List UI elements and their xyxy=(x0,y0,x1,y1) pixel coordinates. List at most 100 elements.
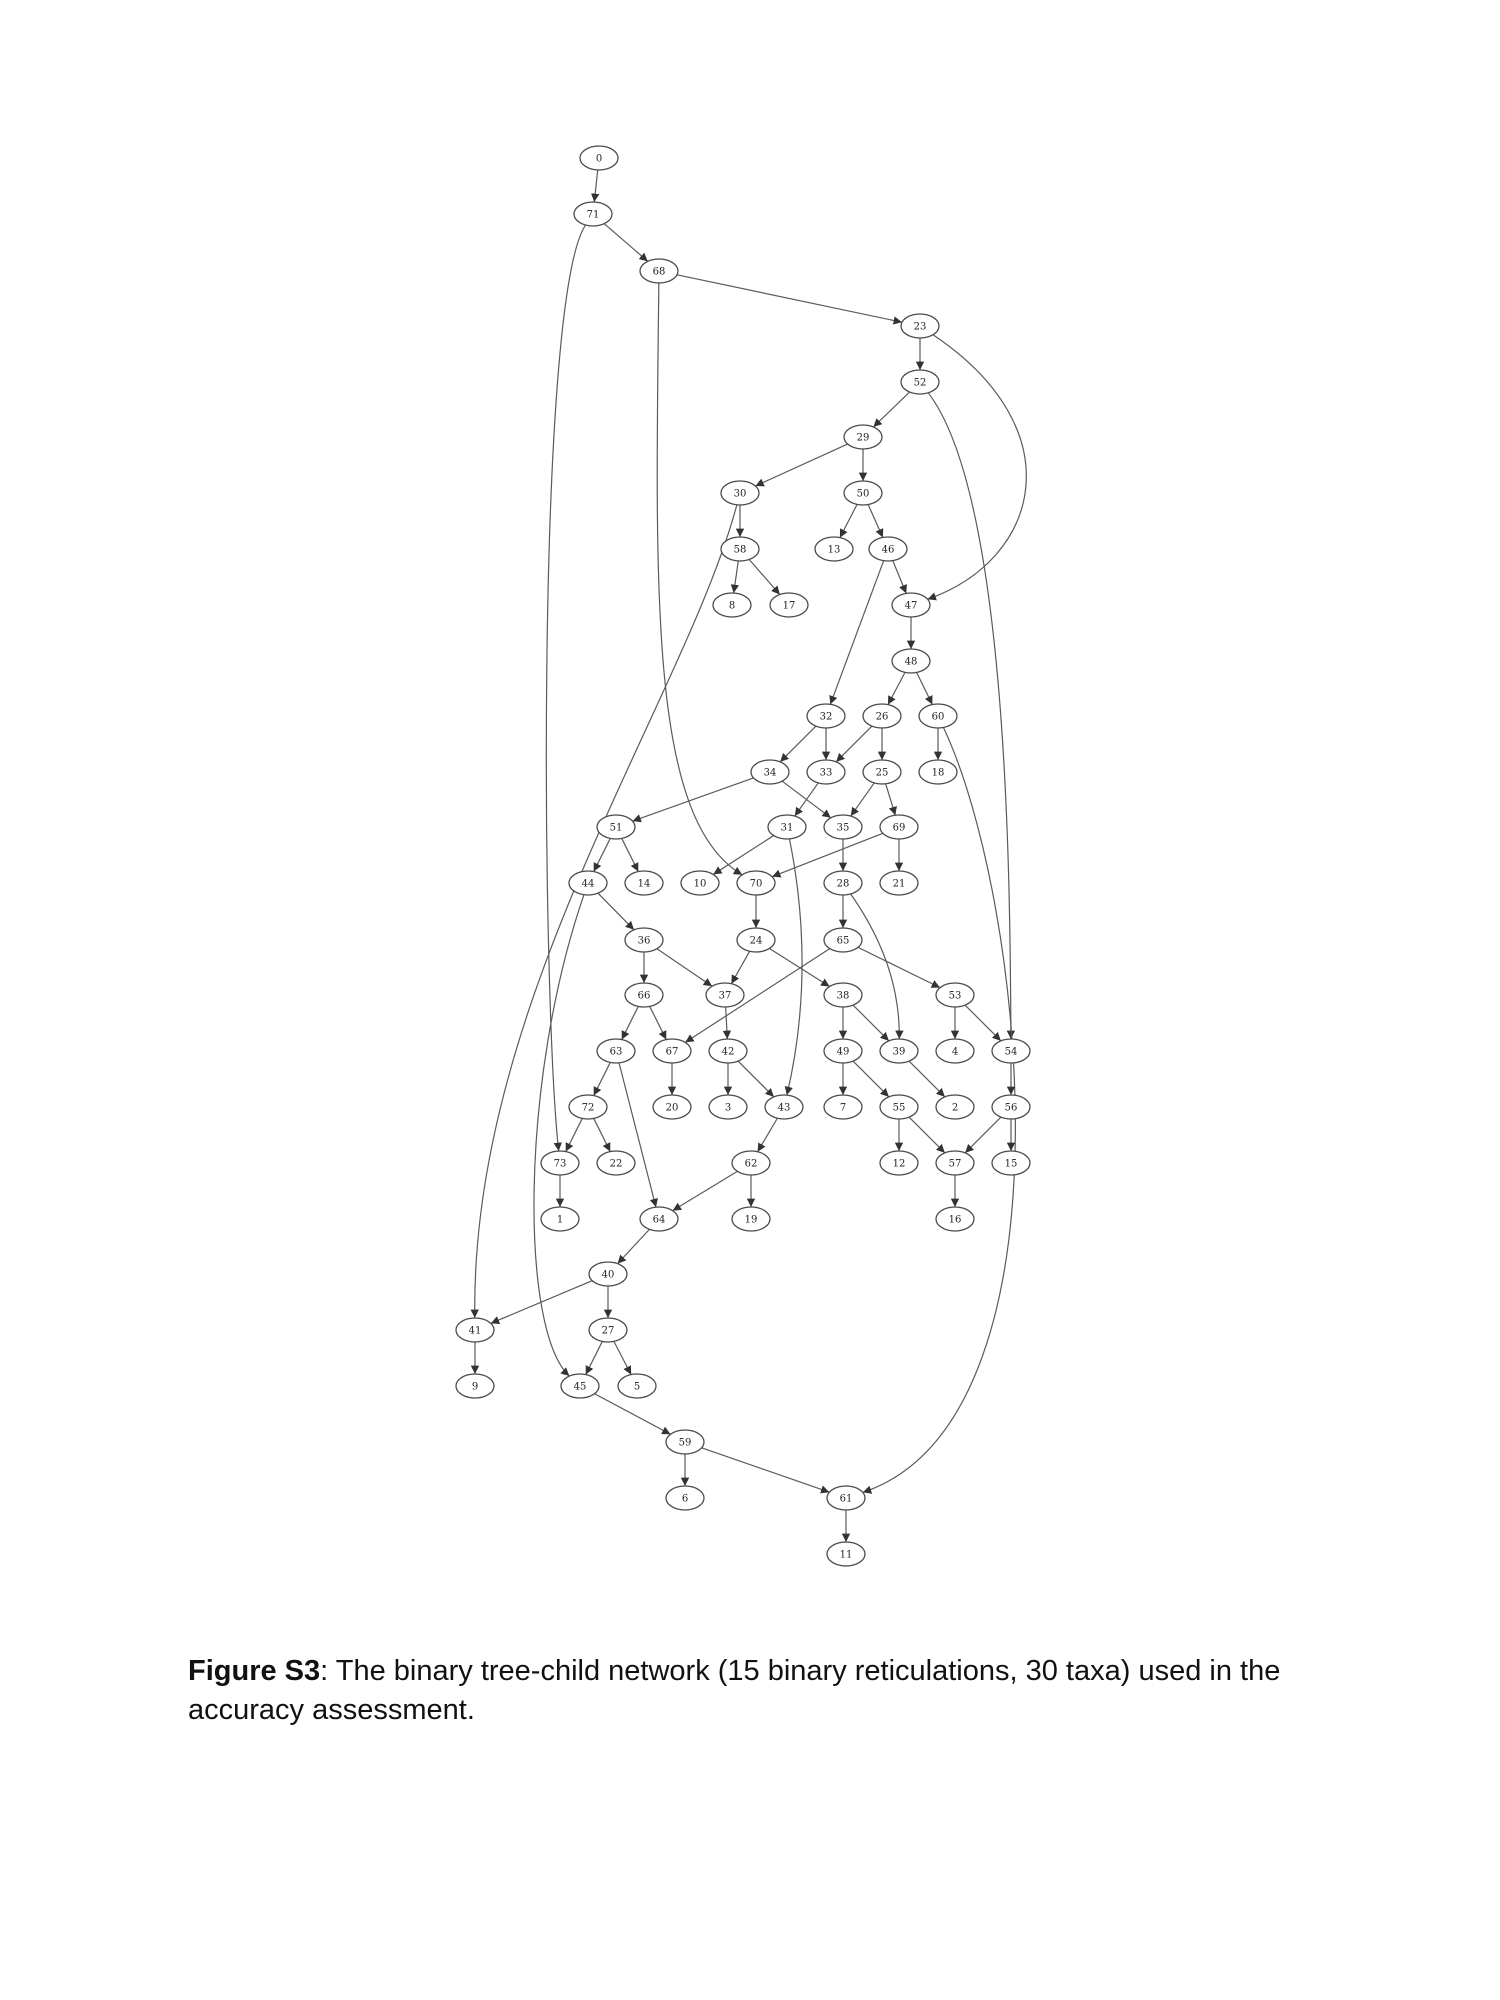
node-label: 27 xyxy=(602,1326,615,1337)
node-ellipse xyxy=(823,1094,863,1120)
node-label: 13 xyxy=(828,545,841,556)
node-ellipse xyxy=(665,1485,705,1511)
edge-69-to-70 xyxy=(771,832,884,878)
node-ellipse xyxy=(540,1150,580,1176)
node-label: 30 xyxy=(734,489,747,500)
node-41: 41 xyxy=(455,1317,495,1343)
node-31: 31 xyxy=(767,814,807,840)
node-67: 67 xyxy=(652,1038,692,1064)
node-label: 36 xyxy=(638,936,651,947)
node-ellipse xyxy=(879,814,919,840)
edge-65-to-53 xyxy=(857,946,941,989)
node-ellipse xyxy=(731,1206,771,1232)
node-label: 14 xyxy=(638,879,651,890)
node-label: 25 xyxy=(876,768,889,779)
node-ellipse xyxy=(680,870,720,896)
node-69: 69 xyxy=(879,814,919,840)
node-52: 52 xyxy=(900,369,940,395)
node-32: 32 xyxy=(806,703,846,729)
node-ellipse xyxy=(862,703,902,729)
node-23: 23 xyxy=(900,313,940,339)
node-label: 53 xyxy=(949,991,962,1002)
node-5: 5 xyxy=(617,1373,657,1399)
node-label: 69 xyxy=(893,823,906,834)
node-38: 38 xyxy=(823,982,863,1008)
node-ellipse xyxy=(823,1038,863,1064)
edge-48-to-60 xyxy=(916,672,933,705)
node-ellipse xyxy=(935,1206,975,1232)
node-53: 53 xyxy=(935,982,975,1008)
edge-72-to-73 xyxy=(565,1118,583,1152)
node-42: 42 xyxy=(708,1038,748,1064)
node-ellipse xyxy=(540,1206,580,1232)
node-label: 29 xyxy=(857,433,870,444)
edge-52-to-29 xyxy=(872,391,911,428)
node-label: 73 xyxy=(554,1159,567,1170)
edge-31-to-43 xyxy=(784,838,803,1096)
node-14: 14 xyxy=(624,870,664,896)
node-ellipse xyxy=(736,870,776,896)
node-label: 39 xyxy=(893,1047,906,1058)
edge-53-to-54 xyxy=(964,1004,1002,1042)
node-ellipse xyxy=(750,759,790,785)
node-ellipse xyxy=(731,1150,771,1176)
node-label: 44 xyxy=(582,879,595,890)
node-63: 63 xyxy=(596,1038,636,1064)
node-label: 50 xyxy=(857,489,870,500)
node-ellipse xyxy=(918,759,958,785)
node-50: 50 xyxy=(843,480,883,506)
edge-42-to-43 xyxy=(737,1060,775,1098)
node-ellipse xyxy=(823,927,863,953)
node-58: 58 xyxy=(720,536,760,562)
edge-44-to-45 xyxy=(533,894,585,1377)
node-label: 43 xyxy=(778,1103,791,1114)
node-label: 46 xyxy=(882,545,895,556)
node-label: 12 xyxy=(893,1159,906,1170)
node-ellipse xyxy=(588,1317,628,1343)
node-label: 58 xyxy=(734,545,747,556)
node-label: 42 xyxy=(722,1047,735,1058)
node-label: 8 xyxy=(729,601,735,612)
node-label: 9 xyxy=(472,1382,478,1393)
node-ellipse xyxy=(900,313,940,339)
node-ellipse xyxy=(826,1541,866,1567)
edge-25-to-69 xyxy=(885,783,897,816)
node-49: 49 xyxy=(823,1038,863,1064)
edge-36-to-37 xyxy=(656,948,713,987)
node-9: 9 xyxy=(455,1373,495,1399)
node-16: 16 xyxy=(935,1206,975,1232)
edge-68-to-23 xyxy=(676,274,903,325)
node-ellipse xyxy=(720,536,760,562)
node-17: 17 xyxy=(769,592,809,618)
node-62: 62 xyxy=(731,1150,771,1176)
node-label: 55 xyxy=(893,1103,906,1114)
edge-72-to-22 xyxy=(593,1118,611,1152)
edge-29-to-30 xyxy=(755,443,848,487)
node-7: 7 xyxy=(823,1094,863,1120)
node-ellipse xyxy=(455,1373,495,1399)
node-label: 38 xyxy=(837,991,850,1002)
node-73: 73 xyxy=(540,1150,580,1176)
node-72: 72 xyxy=(568,1094,608,1120)
edge-0-to-71 xyxy=(591,169,600,203)
node-ellipse xyxy=(769,592,809,618)
node-label: 48 xyxy=(905,657,918,668)
node-57: 57 xyxy=(935,1150,975,1176)
node-35: 35 xyxy=(823,814,863,840)
node-label: 10 xyxy=(694,879,707,890)
node-ellipse xyxy=(991,1038,1031,1064)
node-68: 68 xyxy=(639,258,679,284)
node-ellipse xyxy=(823,870,863,896)
edge-59-to-61 xyxy=(701,1447,830,1494)
edge-66-to-67 xyxy=(649,1006,667,1040)
edge-71-to-73 xyxy=(545,224,587,1152)
node-ellipse xyxy=(879,1038,919,1064)
edge-37-to-42 xyxy=(722,1006,732,1040)
node-label: 59 xyxy=(679,1438,692,1449)
node-21: 21 xyxy=(879,870,919,896)
edge-56-to-57 xyxy=(964,1116,1002,1154)
node-label: 32 xyxy=(820,712,833,723)
node-label: 41 xyxy=(469,1326,482,1337)
node-30: 30 xyxy=(720,480,760,506)
node-ellipse xyxy=(879,870,919,896)
